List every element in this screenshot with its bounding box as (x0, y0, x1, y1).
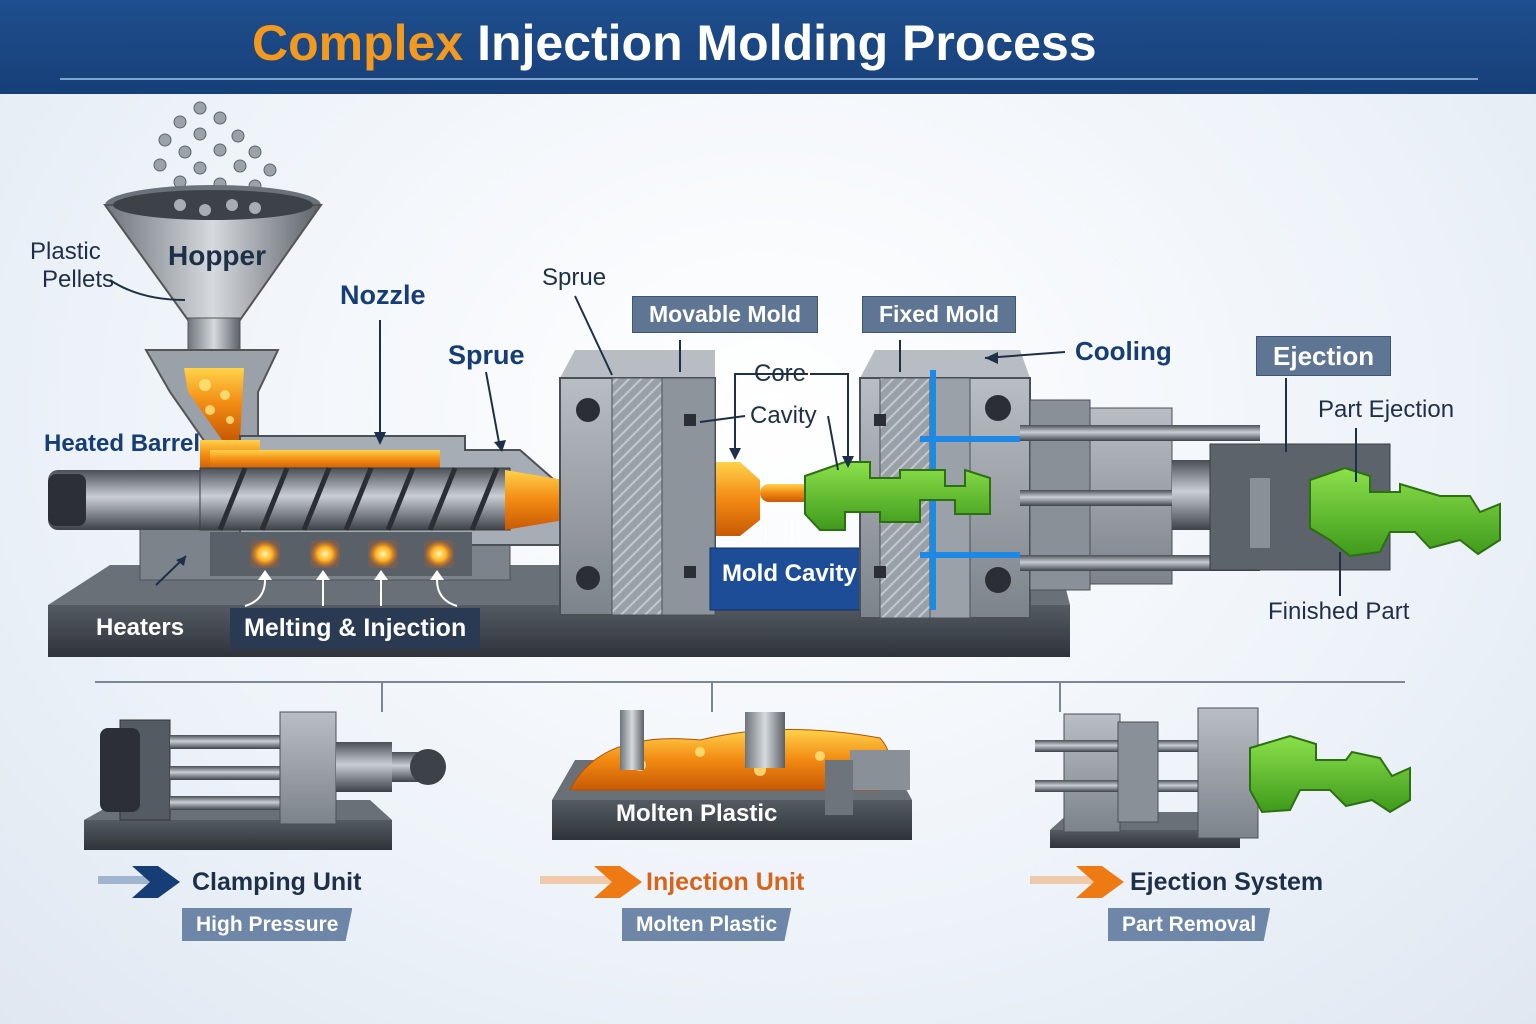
ejection-system-title: Ejection System (1130, 868, 1324, 896)
title-banner: Complex Injection Molding Process (0, 0, 1536, 94)
sprue-label: Sprue (448, 340, 525, 370)
page-title: Complex Injection Molding Process (252, 14, 1097, 72)
arrows (98, 866, 1124, 898)
finished-part-graphic (1309, 466, 1501, 558)
title-rest: Injection Molding Process (477, 15, 1097, 71)
cooling-label: Cooling (1075, 336, 1172, 366)
fixed-mold-label: Fixed Mold (862, 296, 1017, 333)
ejection-label: Ejection (1256, 336, 1392, 376)
leader-lines (109, 279, 1357, 596)
cavity-label: Cavity (750, 402, 817, 429)
finished-part-label: Finished Part (1268, 598, 1410, 625)
movable-mold (559, 350, 716, 616)
sprue-top-label: Sprue (542, 264, 607, 291)
part-ejection-label: Part Ejection (1318, 396, 1455, 423)
section-divider (95, 681, 1405, 712)
clamping-unit-title: Clamping Unit (192, 868, 362, 896)
mold-cavity-label: Mold Cavity (722, 560, 857, 587)
movable-mold-label: Movable Mold (632, 296, 819, 333)
title-underline (60, 78, 1478, 80)
injection-unit-subtitle: Molten Plastic (622, 908, 792, 941)
ejection-system-subtitle: Part Removal (1108, 908, 1271, 941)
clamping-unit-graphic (84, 711, 446, 850)
hopper-label: Hopper (168, 240, 266, 271)
injection-unit-graphic (552, 710, 912, 840)
ejector-assembly (1020, 399, 1391, 591)
mold-cavity-panel (709, 547, 871, 611)
melting-injection-label: Melting & Injection (230, 608, 481, 649)
nozzle-label: Nozzle (340, 280, 426, 310)
molten-plastic-scene-label: Molten Plastic (616, 800, 778, 827)
plastic-pellets-line-1: Plastic (30, 238, 101, 265)
ejection-system-graphic (1035, 707, 1411, 848)
plastic-pellets-label: Plastic Pellets (30, 238, 114, 294)
plastic-pellets-line-2: Pellets (42, 266, 115, 293)
core-label: Core (754, 360, 807, 387)
plastic-pellets (153, 101, 277, 209)
heated-barrel-label: Heated Barrel (44, 430, 201, 457)
clamping-unit-subtitle: High Pressure (182, 908, 353, 941)
hopper (103, 185, 323, 456)
injection-unit-title: Injection Unit (646, 868, 805, 896)
heaters (210, 532, 472, 607)
part-in-mold (804, 461, 991, 531)
heaters-label: Heaters (96, 614, 185, 641)
title-accent: Complex (252, 15, 464, 71)
